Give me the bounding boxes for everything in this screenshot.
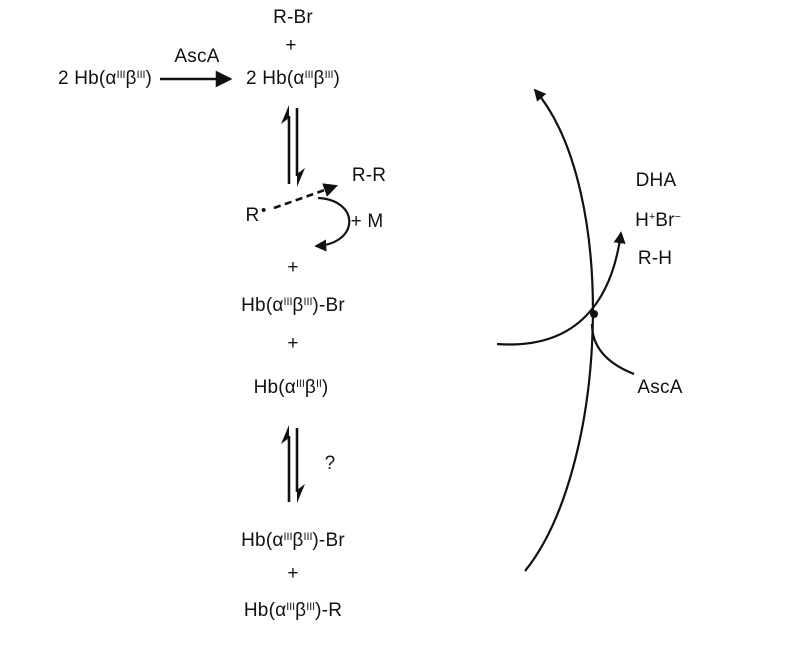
equilibrium-arrow-top [281,105,305,187]
equilibrium-up-head [281,425,289,444]
equilibrium-up-head [281,105,289,124]
arrow-crossing-node [590,310,598,318]
hb-br-formula-mid: Hb(αIIIβIII)-Br [241,295,345,317]
plus-sign-mid-1: + [287,257,299,279]
asca-input-curve [590,323,635,376]
r-r-label: R-R [351,165,387,187]
plus-m-label: + M [350,211,384,233]
hb-br-formula-bottom: Hb(αIIIβIII)-Br [241,530,345,552]
asca-oxidation-arrow [496,231,626,346]
equilibrium-arrow-bottom [281,425,305,503]
reactant-formula: 2 Hb(αIIIβIII) [57,68,153,90]
r-h-label: R-H [637,248,673,270]
radical-r-label: R• [245,201,267,227]
equilibrium-down-head [297,484,305,503]
plus-sign-top: + [285,35,297,57]
plus-sign-bottom: + [287,563,299,585]
asca-right-label: AscA [637,377,683,399]
hb-beta2-formula: Hb(αIIIβII) [253,377,329,399]
dha-label: DHA [635,170,677,192]
radical-coupling-dashed-arrow [273,183,339,210]
asca-arrow-label: AscA [174,46,220,68]
product-formula: 2 Hb(αIIIβIII) [245,68,341,90]
regeneration-arrow [524,88,595,572]
h-br-label: H+Br− [635,210,681,232]
question-mark: ? [324,453,336,475]
hb-r-formula: Hb(αIIIβIII)-R [243,600,343,622]
equilibrium-down-head [297,168,305,187]
plus-sign-mid-2: + [287,333,299,355]
metal-cycle-arrow [314,196,351,252]
r-br-label: R-Br [273,7,313,29]
